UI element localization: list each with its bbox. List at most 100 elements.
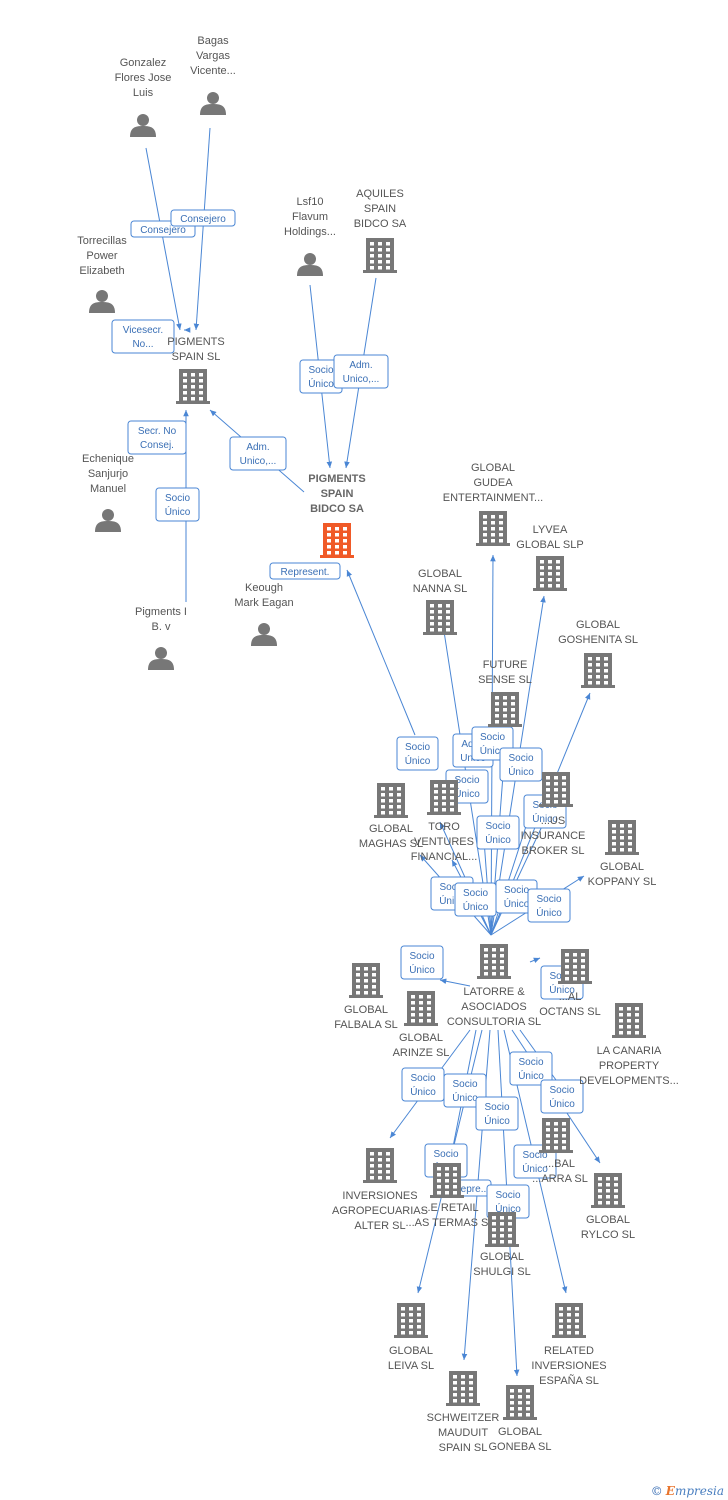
building-icon xyxy=(423,600,457,635)
node-arra[interactable]: ...BAL...ARRA SL xyxy=(532,1118,588,1185)
building-icon xyxy=(539,1118,573,1153)
svg-text:Vicesecr.No...: Vicesecr.No... xyxy=(123,325,163,350)
person-icon xyxy=(95,509,121,532)
svg-text:Consejero: Consejero xyxy=(180,214,226,225)
building-icon xyxy=(427,780,461,815)
node-label: ...BAL...ARRA SL xyxy=(532,1158,588,1185)
relation-tag[interactable]: Represent. xyxy=(269,562,341,580)
building-icon xyxy=(363,238,397,273)
relation-edge xyxy=(439,978,471,987)
building-icon xyxy=(485,1212,519,1247)
building-icon xyxy=(591,1173,625,1208)
node-label: ...E RETAIL...AS TERMAS SL xyxy=(405,1202,494,1229)
person-icon xyxy=(200,92,226,115)
relation-tag[interactable]: Adm.Unico,... xyxy=(333,354,389,389)
building-icon xyxy=(477,944,511,979)
empresia-logo[interactable]: ©Empresia xyxy=(651,1484,724,1498)
relation-tag[interactable]: Vicesecr.No... xyxy=(111,319,175,354)
person-icon xyxy=(130,114,156,137)
copyright-icon: © xyxy=(650,1484,663,1498)
svg-text:Adm.Unico,...: Adm.Unico,... xyxy=(240,442,277,467)
building-icon xyxy=(533,556,567,591)
svg-text:Vicepre...: Vicepre... xyxy=(447,1184,489,1195)
node-retail[interactable]: ...E RETAIL...AS TERMAS SL xyxy=(405,1163,495,1229)
relation-edge xyxy=(346,569,416,736)
relation-edge xyxy=(193,127,211,331)
building-icon xyxy=(374,783,408,818)
relation-edge xyxy=(145,147,182,331)
building-icon xyxy=(581,653,615,688)
relation-tag[interactable]: Adm.Unico,... xyxy=(229,436,287,471)
building-icon xyxy=(446,1371,480,1406)
brand-name: mpresia xyxy=(674,1484,724,1498)
relation-tag[interactable]: Consejero xyxy=(170,209,236,227)
building-icon xyxy=(320,523,354,558)
